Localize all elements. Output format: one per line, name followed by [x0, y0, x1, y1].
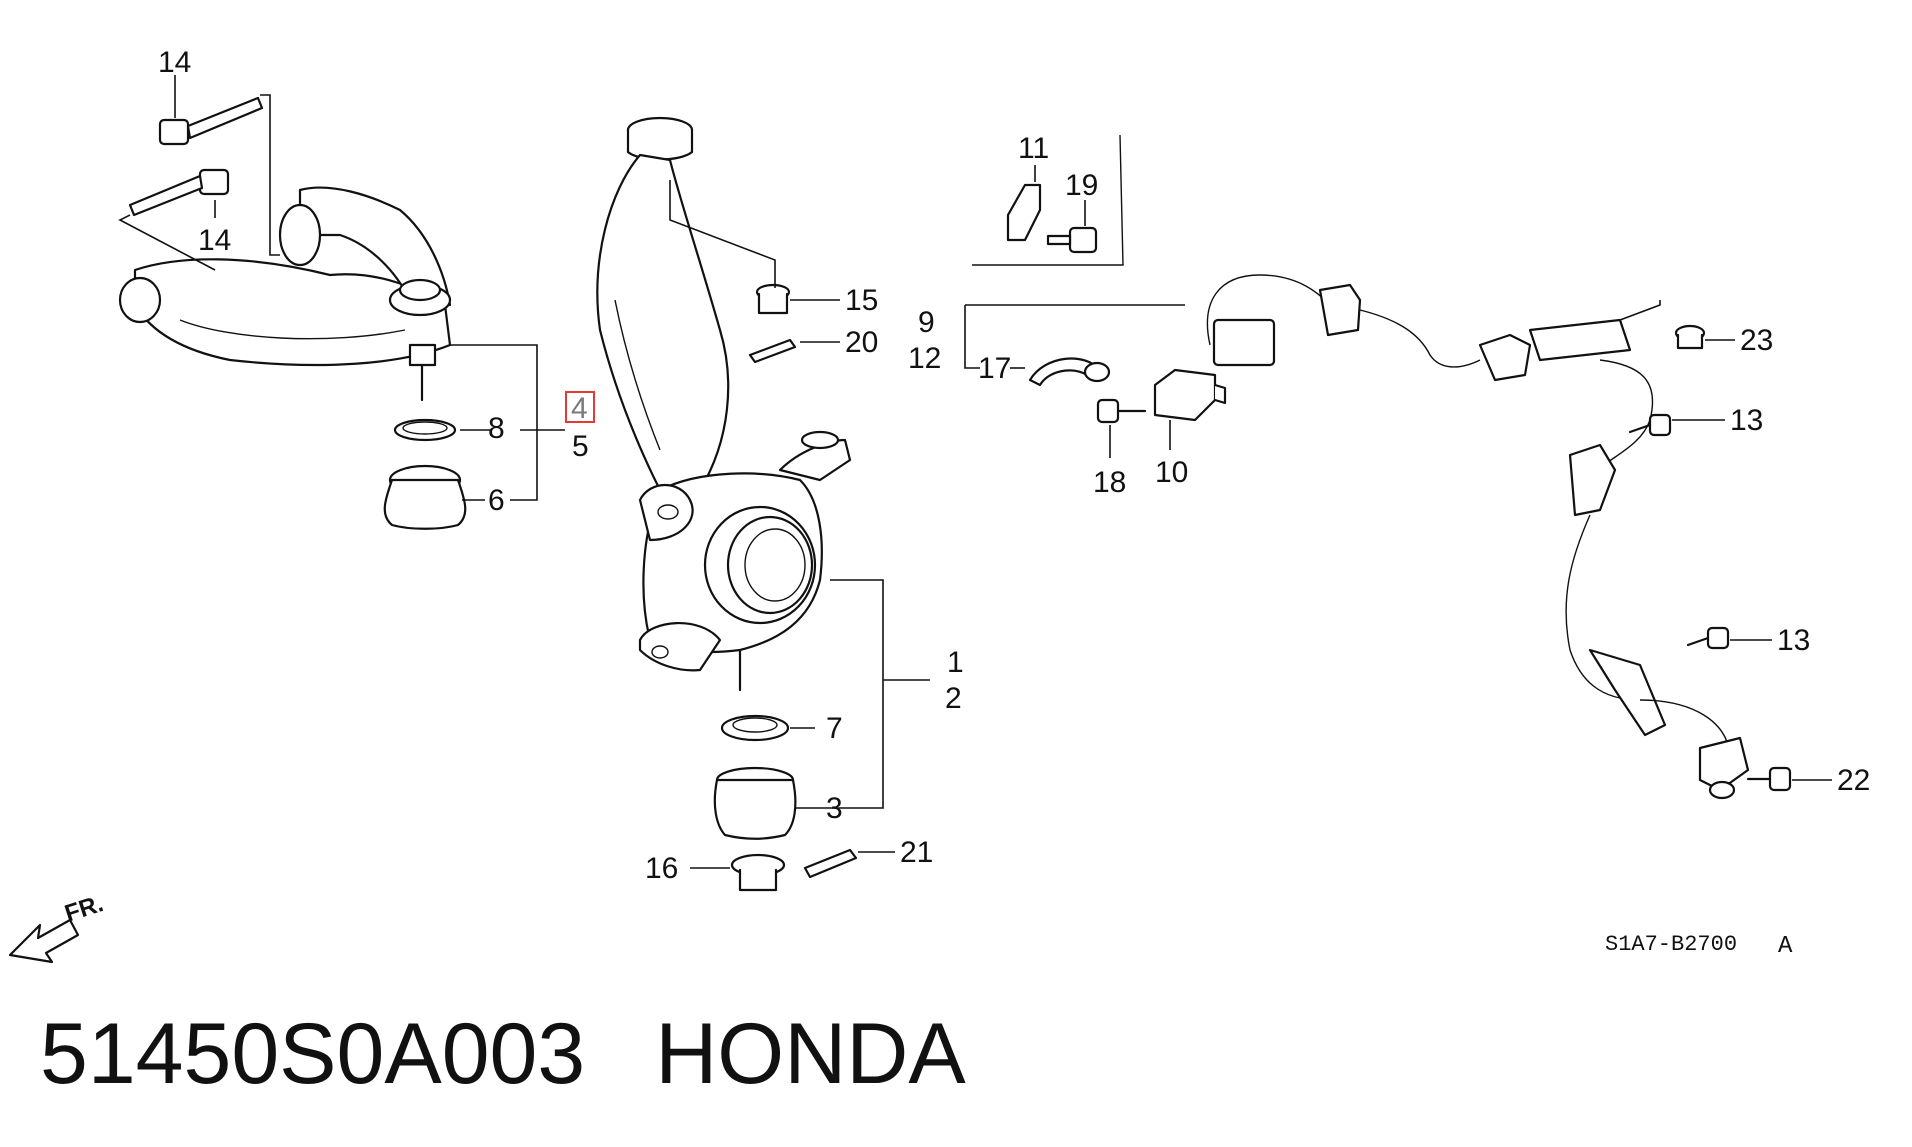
callout-13-lower: 13 [1777, 624, 1810, 657]
callout-22: 22 [1837, 764, 1870, 797]
cotter-pin-21 [803, 848, 858, 879]
upper-control-arm [118, 186, 452, 402]
clip-8 [393, 418, 457, 442]
dust-boot-6 [383, 464, 467, 530]
bolt-14-upper [158, 96, 264, 146]
steering-knuckle [596, 116, 852, 692]
callout-1: 1 [947, 646, 964, 679]
bolt-14-lower [128, 168, 230, 217]
highlight-box-4 [565, 391, 595, 423]
bolt-18 [1096, 398, 1147, 424]
nut-16 [730, 853, 786, 892]
front-direction-arrow: FR. [8, 890, 107, 964]
leader-lines [118, 75, 1832, 869]
callout-4: 4 [571, 392, 588, 425]
part-number: 51450S0A003 [40, 1006, 586, 1102]
callout-9: 9 [918, 306, 935, 339]
nut-23 [1674, 324, 1706, 350]
callout-23: 23 [1740, 324, 1773, 357]
callout-17: 17 [978, 352, 1011, 385]
callout-14-top: 14 [158, 46, 191, 79]
front-label: FR. [62, 890, 107, 928]
callouts: 14 14 8 4 5 6 15 20 1 2 7 3 16 21 11 19 … [158, 46, 1870, 885]
bracket-10 [1153, 368, 1227, 422]
nut-15 [755, 283, 791, 315]
callout-12: 12 [908, 342, 941, 375]
callout-10: 10 [1155, 456, 1188, 489]
callout-14-bottom: 14 [198, 224, 231, 257]
callout-8: 8 [488, 412, 505, 445]
dust-boot-3 [713, 766, 797, 840]
drawing-rev: A [1778, 933, 1793, 960]
bolt-13-lower [1686, 626, 1730, 650]
bolt-13-upper [1628, 413, 1672, 437]
drawing-code-text: S1A7-B2700 [1605, 932, 1737, 957]
caption: 51450S0A003 HONDA [40, 1005, 966, 1104]
abs-harness [1206, 274, 1750, 800]
callout-15: 15 [845, 284, 878, 317]
bolt-22 [1746, 766, 1792, 792]
callout-18: 18 [1093, 466, 1126, 499]
callout-21: 21 [900, 836, 933, 869]
callout-5: 5 [572, 430, 589, 463]
bracket-11-19-inset [972, 134, 1124, 266]
callout-11: 11 [1018, 132, 1049, 165]
callout-16: 16 [645, 852, 678, 885]
drawing-code: S1A7-B2700 A [1605, 932, 1793, 960]
clamp-17 [1028, 357, 1111, 387]
cotter-pin-20 [748, 338, 797, 364]
brand-name: HONDA [655, 1006, 966, 1102]
callout-19: 19 [1065, 169, 1098, 202]
callout-2: 2 [945, 682, 962, 715]
callout-13-upper: 13 [1730, 404, 1763, 437]
callout-3: 3 [826, 792, 843, 825]
callout-6: 6 [488, 484, 505, 517]
clip-7 [720, 714, 790, 742]
callout-7: 7 [826, 712, 843, 745]
callout-20: 20 [845, 326, 878, 359]
